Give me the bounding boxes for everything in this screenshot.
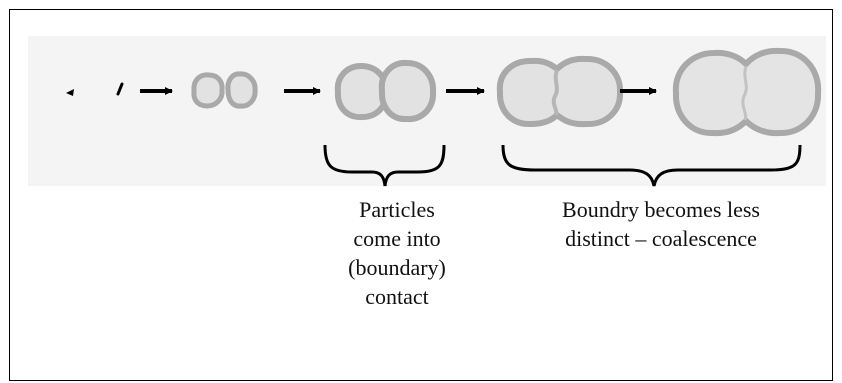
- particle-right: [378, 59, 437, 123]
- particle-left: [334, 62, 390, 121]
- particle-left: [191, 72, 225, 109]
- contact-label-line: Particles: [359, 197, 435, 222]
- coalescence-label-line: distinct – coalescence: [565, 226, 757, 251]
- stage-5-particles-merging: [496, 55, 623, 128]
- contact-label-line: (boundary): [348, 255, 446, 280]
- boundary-line: [551, 69, 559, 116]
- contact-label-line: contact: [365, 284, 429, 309]
- stage-3-particles-separate: [191, 71, 258, 109]
- contact-brace: [323, 144, 446, 187]
- merged-outline: [496, 55, 623, 128]
- stage-6-particles-coalesced: [672, 47, 822, 137]
- small-dash-icon: [116, 82, 124, 96]
- coalescence-label-line: Boundry becomes less: [562, 197, 760, 222]
- stage-1-particles: [66, 82, 124, 96]
- contact-label: Particles come into (boundary) contact: [322, 195, 472, 311]
- particle-right: [225, 71, 258, 109]
- stage-4-particles-touching: [334, 59, 437, 123]
- contact-label-line: come into: [353, 226, 441, 251]
- coalescence-label: Boundry becomes less distinct – coalesce…: [496, 195, 826, 253]
- coalescence-brace: [501, 144, 802, 187]
- faint-boundary-line: [741, 65, 748, 121]
- small-dot-icon: [66, 89, 74, 96]
